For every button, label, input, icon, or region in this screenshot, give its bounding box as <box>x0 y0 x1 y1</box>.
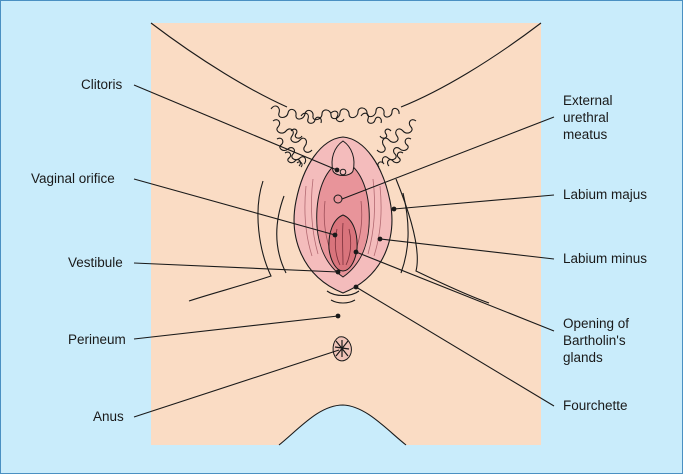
label-labium-majus: Labium majus <box>563 187 647 202</box>
dot-perineum <box>336 314 341 319</box>
label-clitoris: Clitoris <box>81 77 123 92</box>
dot-fourchette <box>354 285 359 290</box>
anus-shape <box>333 337 351 361</box>
dot-vestibule <box>336 270 341 275</box>
label-anus: Anus <box>93 409 124 424</box>
label-vaginal-orifice: Vaginal orifice <box>31 171 115 186</box>
label-vestibule: Vestibule <box>68 255 123 270</box>
dot-bartholin <box>354 250 359 255</box>
label-fourchette: Fourchette <box>563 398 628 413</box>
dot-clitoris <box>335 168 340 173</box>
label-bartholin-line2: Bartholin's <box>563 333 626 348</box>
label-urethral-line3: meatus <box>563 127 608 142</box>
label-bartholin-line3: glands <box>563 350 603 365</box>
label-perineum: Perineum <box>68 332 126 347</box>
dot-labium-minus <box>378 237 383 242</box>
label-urethral-line2: urethral <box>563 110 609 125</box>
dot-labium-majus <box>392 207 397 212</box>
label-bartholin-line1: Opening of <box>563 316 629 331</box>
label-labium-minus: Labium minus <box>563 251 647 266</box>
dot-vaginal-orifice <box>333 233 338 238</box>
label-urethral-line1: External <box>563 93 613 108</box>
